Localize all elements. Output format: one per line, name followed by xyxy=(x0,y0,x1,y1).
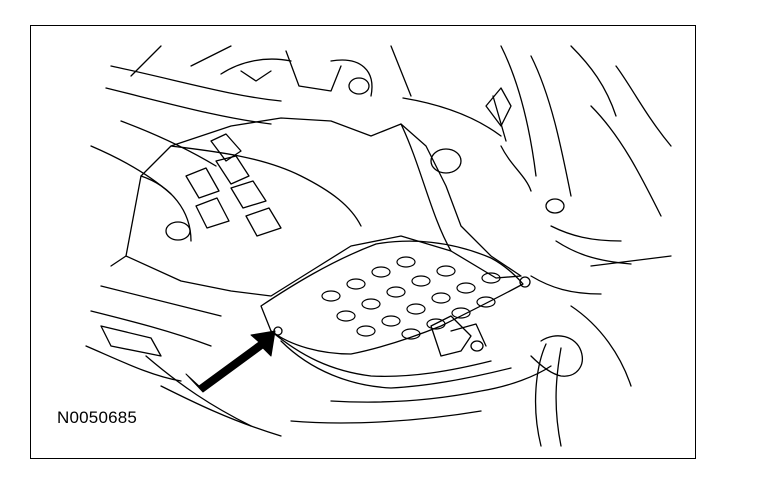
suspension-components xyxy=(485,45,672,447)
undercarriage-illustration xyxy=(85,45,672,447)
figure-frame: N0050685 xyxy=(30,25,696,459)
fastener-right xyxy=(519,276,531,288)
figure-reference-code: N0050685 xyxy=(57,408,138,427)
heat-shield xyxy=(125,117,522,297)
perforated-plate xyxy=(260,240,531,355)
pointer-arrow xyxy=(185,330,276,393)
lower-body-structure xyxy=(85,255,552,437)
frame-rail-lines xyxy=(90,45,502,195)
